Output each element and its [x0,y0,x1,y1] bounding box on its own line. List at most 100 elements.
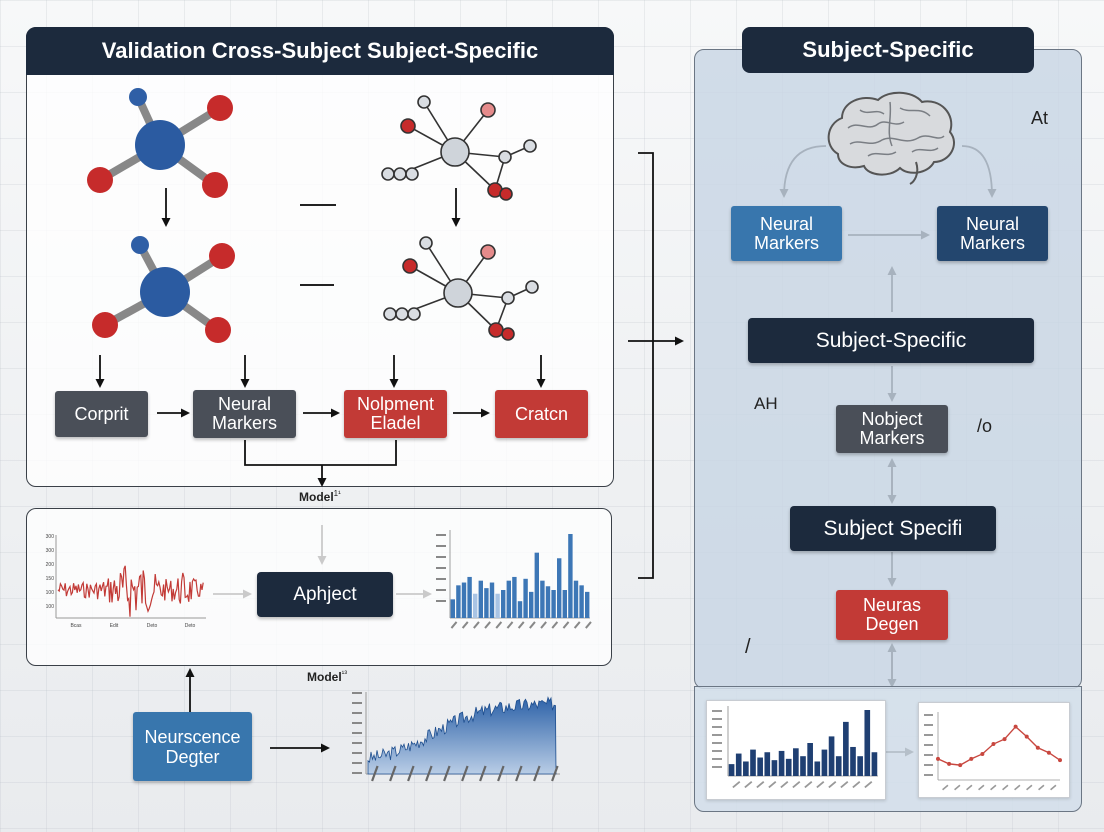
xtick-mark [497,765,505,782]
line-point [1013,724,1018,729]
model-label-2-text: Model [307,670,342,684]
ytick-mark [712,750,722,752]
ytick-mark [712,710,722,712]
ytick-mark [352,742,362,744]
ytick-mark [924,714,933,716]
xtick-mark [506,621,514,629]
xtick-mark [443,765,451,782]
ytick-mark [924,764,933,766]
bar [495,593,500,618]
xtick-mark [461,765,469,782]
ytick-mark [712,758,722,760]
xtick-mark [551,765,559,782]
bar [785,758,792,776]
bar [735,753,742,776]
model-label-1-sup: 1¹ [333,489,341,498]
bar [456,585,461,618]
bar [489,582,495,618]
annotation-slash: / [745,636,751,658]
xtick-mark [1002,784,1009,791]
xtick-mark [461,621,469,629]
xtick-mark [450,621,458,629]
bar [501,590,506,618]
bar [512,576,517,618]
wave-xtick-label: Deto [147,623,158,629]
xtick-mark [389,765,397,782]
bar [857,756,863,776]
bar [529,591,534,618]
xtick-mark [744,781,753,789]
line-point [1024,734,1029,739]
xtick-mark [585,621,592,629]
xtick-mark [954,784,961,791]
bar [540,580,545,618]
ytick-mark [436,556,446,558]
xtick-mark [978,784,985,791]
xtick-mark [407,765,415,782]
xtick-mark [473,621,480,629]
bar [573,580,579,618]
ytick-mark [712,766,722,768]
bar [534,552,539,618]
line-point [991,742,996,747]
wave-xtick-label: Bcas [70,623,82,629]
xtick-mark [529,621,536,629]
xtick-mark [966,784,973,791]
xtick-mark [756,781,765,789]
bar [843,721,849,776]
wave-ytick-label: 100 [46,590,55,596]
xtick-mark [484,621,491,629]
bar [728,764,735,776]
model-label-1: Model1¹ [299,489,341,504]
wave-ytick-label: 200 [46,562,55,568]
bar [800,756,806,776]
molecule-top-right [381,95,537,201]
nolpment-eladel-box: Nolpment Eladel [344,390,447,438]
bar [764,752,771,776]
xtick-mark [990,784,997,791]
subject-specifi-box: Subject Specifi [790,506,996,551]
molecule-top-left [87,88,233,198]
bar [871,752,878,776]
ytick-mark [924,734,933,736]
xtick-mark [792,781,801,789]
xtick-mark [816,781,825,789]
ytick-mark [436,578,446,580]
annotation-ah: AH [754,394,778,413]
model-label-2-sup: ¹³ [341,669,347,678]
bar [545,586,551,618]
ytick-mark [352,752,362,754]
line-point [958,763,963,768]
bar-chart-middle [436,530,592,629]
line-point [936,756,940,761]
ytick-mark [712,734,722,736]
bar [568,534,573,618]
ytick-mark [352,722,362,724]
xtick-mark [533,765,541,782]
annotation-slash-o: /o [977,416,993,436]
right-panel-title: Subject-Specific [742,27,1034,73]
corprit-box: Corprit [55,391,148,437]
xtick-mark [864,781,873,789]
xtick-mark [573,621,581,629]
ytick-mark [352,762,362,764]
ytick-mark [436,567,446,569]
xtick-mark [840,781,849,789]
ytick-mark [436,600,446,602]
neural-markers-right-box: Neural Markers [937,206,1048,261]
xtick-mark [1026,784,1033,791]
bar [793,748,799,776]
bar [585,591,590,618]
wave-ytick-label: 300 [46,534,55,540]
wave-xtick-label: Edit [110,623,119,629]
line-point [980,751,985,756]
wave-xtick-label: Deto [185,623,196,629]
bar [750,749,756,776]
xtick-mark [371,765,379,782]
ytick-mark [924,724,933,726]
neuras-degen-box: Neuras Degen [836,590,948,640]
bar [450,599,455,618]
model-label-2: Model¹³ [307,669,347,684]
xtick-mark [768,781,777,789]
